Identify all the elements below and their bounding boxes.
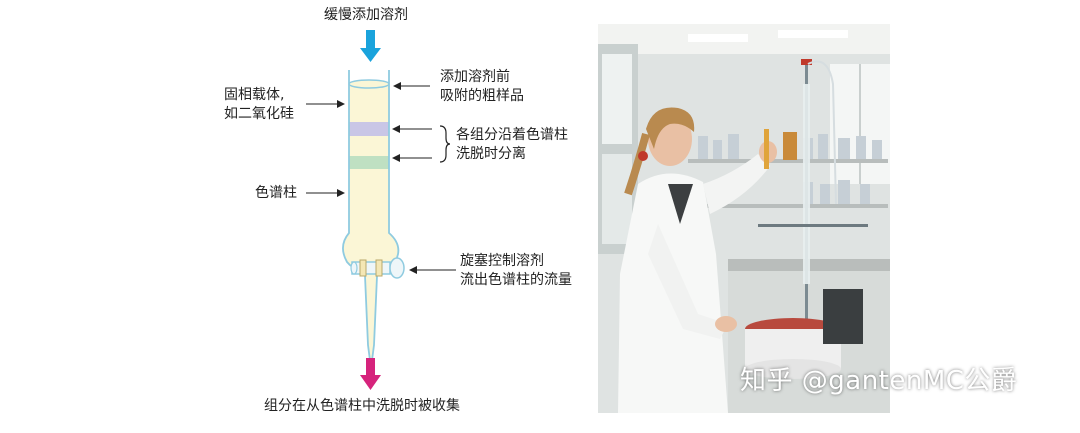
inflow-arrow-icon bbox=[360, 30, 381, 62]
lab-scene bbox=[598, 24, 890, 413]
column-label: 色谱柱 bbox=[255, 185, 297, 201]
watermark-text: 知乎 @gantenMC公爵 bbox=[740, 366, 1018, 396]
bands-label: 各组分沿着色谱柱 洗脱时分离 bbox=[456, 127, 568, 162]
scientist-photo bbox=[598, 24, 890, 413]
column-diagram bbox=[306, 30, 456, 390]
stopcock-label: 旋塞控制溶剂 流出色谱柱的流量 bbox=[460, 253, 572, 288]
bands-brace bbox=[439, 125, 451, 163]
band-upper bbox=[349, 122, 389, 136]
sample-label: 添加溶剂前 吸附的粗样品 bbox=[440, 69, 524, 104]
stopcock bbox=[350, 257, 405, 279]
band-lower bbox=[349, 156, 389, 169]
bottom-label: 组分在从色谱柱中洗脱时被收集 bbox=[264, 398, 460, 414]
support-label: 固相载体, 如二氧化硅 bbox=[224, 87, 294, 122]
outflow-arrow-icon bbox=[360, 358, 381, 390]
top-label: 缓慢添加溶剂 bbox=[324, 7, 408, 23]
chromatography-column bbox=[342, 70, 405, 369]
